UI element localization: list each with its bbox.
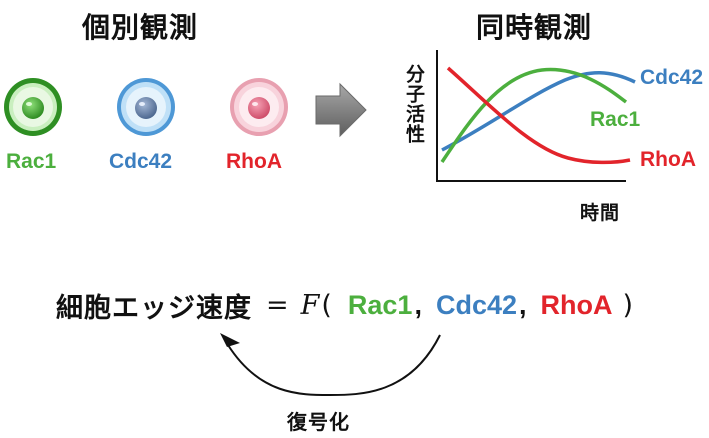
open-paren: ( xyxy=(321,289,332,321)
equation: 細胞エッジ速度 = F ( Rac1 , Cdc42 , RhoA ) xyxy=(56,282,633,328)
x-axis-label: 時間 xyxy=(580,202,621,224)
rac1-curve xyxy=(440,67,628,163)
individual-observation-title: 個別観測 xyxy=(82,11,199,44)
equation-var-rac1: Rac1 xyxy=(347,289,413,320)
cdc42-cell xyxy=(117,78,175,136)
decode-arrow xyxy=(220,333,441,397)
rhoa-cell xyxy=(230,78,288,136)
rac1-cell-label: Rac1 xyxy=(6,150,57,173)
cells-illustration xyxy=(4,78,367,138)
right-arrow-icon xyxy=(315,82,367,138)
equation-comma: , xyxy=(519,289,527,320)
equation-var-rhoa: RhoA xyxy=(540,289,613,320)
equation-comma: , xyxy=(414,289,422,320)
simultaneous-observation-title: 同時観測 xyxy=(476,11,593,44)
equation-var-cdc42: Cdc42 xyxy=(435,289,518,320)
decode-label: 復号化 xyxy=(287,410,350,434)
plot-axes xyxy=(436,50,626,182)
equation-lhs: 細胞エッジ速度 xyxy=(56,292,252,324)
decode-arrow-curve xyxy=(227,334,441,397)
y-axis-label: 分子活性 xyxy=(403,64,425,144)
cdc42-curve xyxy=(441,71,636,152)
equals-sign: = xyxy=(266,289,289,321)
function-symbol: F xyxy=(300,289,320,321)
cdc42-cell-label: Cdc42 xyxy=(109,150,173,173)
rac1-curve-label: Rac1 xyxy=(590,108,641,131)
rhoa-curve-label: RhoA xyxy=(640,148,696,171)
close-paren: ) xyxy=(622,289,634,321)
rhoa-cell-label: RhoA xyxy=(226,150,282,173)
rac1-cell xyxy=(4,78,62,136)
cdc42-curve-label: Cdc42 xyxy=(640,66,704,89)
rhoa-curve xyxy=(446,66,631,165)
arrowhead-icon xyxy=(220,333,240,347)
activity-plot xyxy=(436,50,636,182)
